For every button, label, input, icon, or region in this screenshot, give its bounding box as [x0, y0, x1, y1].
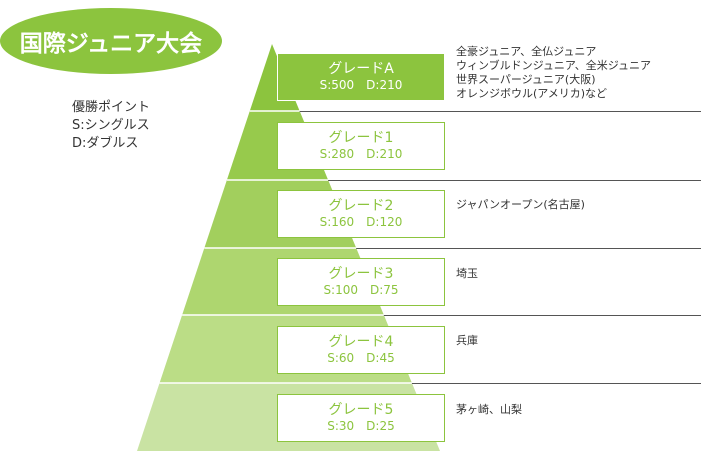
legend-heading: 優勝ポイント	[72, 100, 151, 115]
grade-name: グレード4	[328, 334, 394, 350]
grade-points: S:60 D:45	[327, 351, 395, 365]
grade-name: グレード1	[328, 130, 394, 146]
grade-name: グレード2	[328, 198, 394, 214]
legend-doubles: D:ダブルス	[72, 136, 139, 151]
grade-points: S:30 D:25	[327, 419, 395, 433]
tournament-item: 埼玉	[456, 267, 478, 280]
page-title: 国際ジュニア大会	[0, 8, 222, 74]
tournament-list: 茅ヶ崎、山梨	[456, 403, 522, 417]
tournament-list: ジャパンオープン(名古屋)	[456, 198, 585, 212]
tournament-item: 世界スーパージュニア(大阪)	[456, 73, 596, 86]
tournament-item: ウィンブルドンジュニア、全米ジュニア	[456, 59, 652, 72]
grade-points: S:280 D:210	[319, 147, 403, 161]
legend-singles: S:シングルス	[72, 118, 150, 133]
grade-points: S:500 D:210	[319, 78, 403, 92]
grade-points: S:160 D:120	[319, 215, 403, 229]
grade-name: グレードA	[328, 61, 394, 77]
tournament-item: 茅ヶ崎、山梨	[456, 403, 522, 416]
tournament-item: ジャパンオープン(名古屋)	[456, 198, 585, 211]
tournament-item: 全豪ジュニア、全仏ジュニア	[456, 45, 597, 58]
grade-name: グレード3	[328, 266, 394, 282]
tournament-list: 全豪ジュニア、全仏ジュニアウィンブルドンジュニア、全米ジュニア世界スーパージュニ…	[456, 45, 651, 101]
grade-points: S:100 D:75	[323, 283, 399, 297]
grade-name: グレード5	[328, 402, 394, 418]
points-legend: 優勝ポイント S:シングルス D:ダブルス	[72, 99, 150, 153]
tournament-list: 埼玉	[456, 267, 478, 281]
tournament-list: 兵庫	[456, 334, 478, 348]
tournament-item: 兵庫	[456, 334, 478, 347]
tournament-item: オレンジボウル(アメリカ)など	[456, 87, 608, 100]
